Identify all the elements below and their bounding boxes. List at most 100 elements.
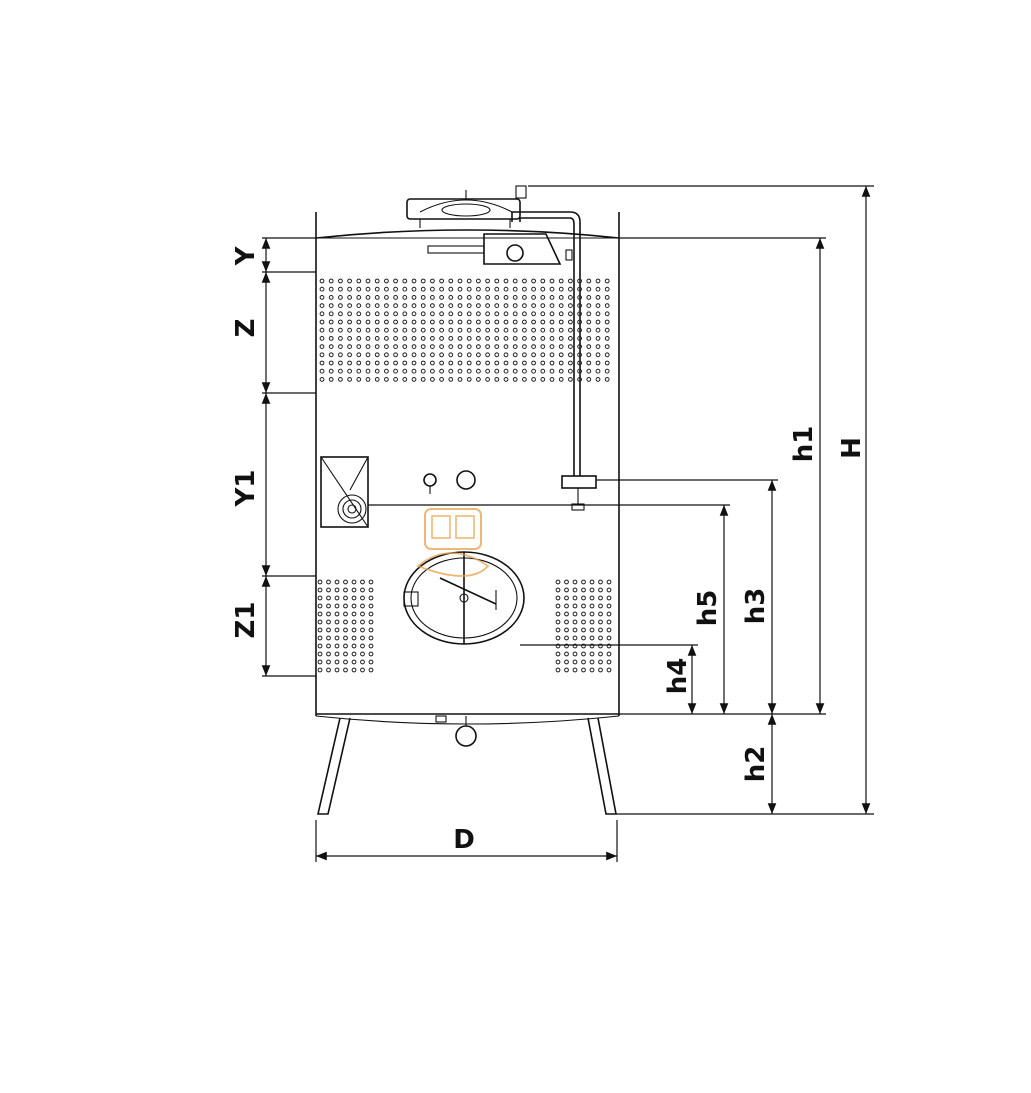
jacket-dot	[411, 311, 417, 317]
jacket-dot	[326, 659, 331, 665]
jacket-dot	[393, 336, 399, 341]
jacket-dot	[351, 603, 357, 609]
jacket-dot	[555, 643, 561, 649]
jacket-dot	[393, 368, 399, 374]
jacket-dot	[338, 303, 343, 309]
jacket-dot	[558, 319, 564, 325]
jacket-dot	[360, 635, 365, 641]
vent-valve	[427, 233, 573, 265]
jacket-dot	[411, 377, 417, 382]
jacket-dot	[549, 286, 555, 292]
jacket-dot	[494, 327, 500, 333]
jacket-dot	[317, 587, 323, 593]
jacket-dot	[334, 659, 340, 665]
jacket-dot	[568, 327, 573, 333]
jacket-dot	[476, 360, 481, 366]
jacket-dot	[360, 627, 365, 633]
jacket-dot	[411, 303, 417, 309]
jacket-dot	[568, 352, 573, 358]
jacket-dot	[589, 619, 595, 625]
jacket-dot	[347, 311, 353, 317]
jacket-dot	[338, 344, 343, 350]
jacket-dot	[326, 611, 331, 617]
jacket-dot	[555, 587, 561, 593]
jacket-dot	[581, 651, 586, 657]
jacket-dot	[522, 344, 527, 350]
jacket-dot	[589, 635, 595, 641]
jacket-dot	[577, 336, 582, 341]
jacket-dot	[485, 352, 491, 358]
jacket-dot	[328, 352, 334, 358]
jacket-dot	[319, 319, 325, 325]
jacket-dot	[351, 667, 357, 673]
jacket-dot	[448, 295, 454, 300]
jacket-dot	[572, 667, 578, 673]
jacket-dot	[411, 319, 417, 325]
jacket-dot	[595, 327, 601, 333]
jacket-dot	[485, 278, 491, 284]
jacket-dot	[555, 627, 561, 633]
cooling-jacket-lower-left	[317, 579, 374, 673]
jacket-dot	[476, 344, 481, 350]
label-D: D	[453, 825, 475, 855]
jacket-dot	[360, 603, 365, 609]
jacket-dot	[558, 311, 564, 317]
jacket-dot	[430, 278, 435, 284]
jacket-dot	[374, 303, 380, 309]
jacket-dot	[411, 336, 417, 341]
jacket-dot	[598, 619, 603, 625]
jacket-dot	[430, 295, 435, 300]
jacket-dot	[572, 611, 578, 617]
jacket-dot	[328, 360, 334, 366]
jacket-dot	[402, 368, 408, 374]
jacket-dot	[439, 327, 445, 333]
jacket-dot	[494, 286, 500, 292]
jacket-dot	[430, 303, 435, 309]
jacket-dot	[589, 587, 595, 593]
jacket-dot	[351, 619, 357, 625]
jacket-dot	[439, 344, 445, 350]
jacket-dot	[476, 295, 481, 300]
jacket-dot	[564, 603, 569, 609]
jacket-dot	[448, 344, 454, 350]
jacket-dot	[368, 667, 374, 673]
jacket-dot	[577, 286, 582, 292]
jacket-dot	[606, 667, 612, 673]
jacket-dot	[558, 303, 564, 309]
jacket-dot	[448, 311, 454, 317]
jacket-dot	[347, 295, 353, 300]
jacket-dot	[531, 319, 536, 325]
jacket-dot	[343, 651, 348, 657]
jacket-dot	[466, 360, 472, 366]
jacket-dot	[606, 619, 612, 625]
jacket-dot	[347, 344, 353, 350]
jacket-dot	[343, 603, 348, 609]
jacket-dot	[568, 344, 573, 350]
jacket-dot	[595, 295, 601, 300]
jacket-dot	[572, 643, 578, 649]
jacket-dot	[393, 311, 399, 317]
jacket-dot	[568, 360, 573, 366]
jacket-dot	[586, 327, 592, 333]
jacket-dot	[328, 303, 334, 309]
jacket-dot	[522, 377, 527, 382]
jacket-dot	[522, 352, 527, 358]
jacket-dot	[365, 327, 371, 333]
jacket-dot	[317, 595, 323, 601]
jacket-dot	[598, 635, 603, 641]
jacket-dot	[604, 311, 610, 317]
jacket-dot	[393, 377, 399, 382]
jacket-dot	[328, 327, 334, 333]
jacket-dot	[572, 659, 578, 665]
jacket-dot	[420, 303, 426, 309]
jacket-dot	[476, 286, 481, 292]
jacket-dot	[319, 352, 325, 358]
jacket-dot	[338, 295, 343, 300]
jacket-dot	[494, 311, 500, 317]
jacket-dot	[368, 587, 374, 593]
jacket-dot	[540, 336, 546, 341]
jacket-dot	[512, 319, 518, 325]
jacket-dot	[317, 579, 323, 585]
jacket-dot	[485, 295, 491, 300]
jacket-dot	[476, 311, 481, 317]
